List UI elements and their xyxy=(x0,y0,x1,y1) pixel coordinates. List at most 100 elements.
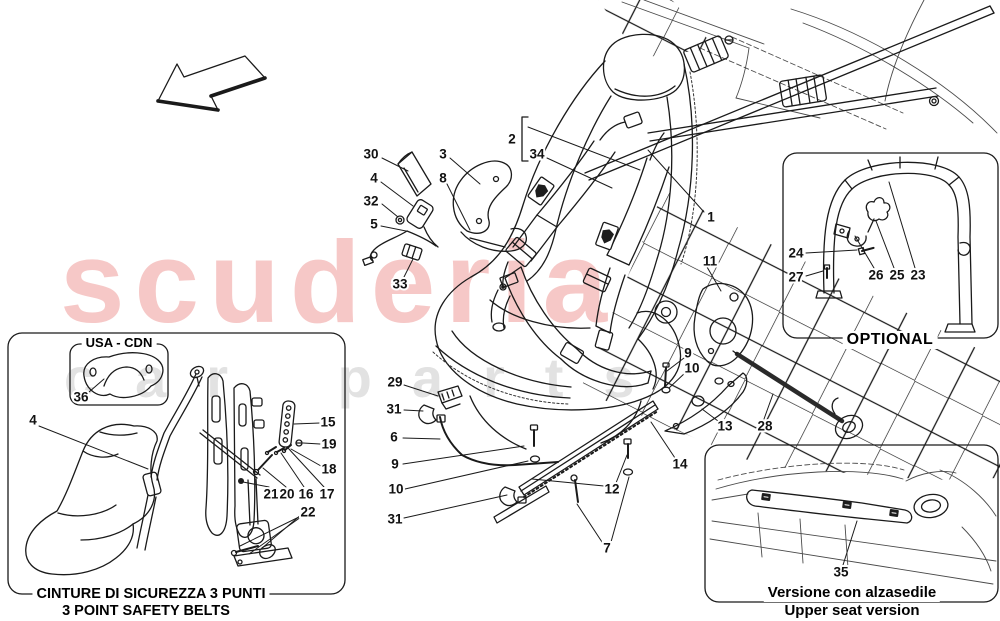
belt-logo-patch xyxy=(595,221,619,251)
leader-line-12 xyxy=(531,478,605,487)
leader-line-5 xyxy=(380,225,407,232)
leader-line-26 xyxy=(854,235,875,269)
leader-line-8 xyxy=(446,183,471,231)
leader-line-20 xyxy=(262,467,287,488)
callout-15: 15 xyxy=(320,415,336,430)
checkered-flag-band xyxy=(580,0,1000,480)
callout-14: 14 xyxy=(672,457,688,472)
buckle-and-cable-parts xyxy=(362,151,527,267)
harness-belts-illustration xyxy=(490,111,670,388)
callout-6: 6 xyxy=(390,430,398,445)
callout-9: 9 xyxy=(684,346,692,361)
leader-line-25 xyxy=(875,220,895,269)
callout-35: 35 xyxy=(833,565,849,580)
leader-line-2 xyxy=(527,126,641,171)
leader-line-11 xyxy=(706,266,722,292)
callout-34: 34 xyxy=(529,147,545,162)
leader-line-36 xyxy=(88,378,105,393)
leader-line-30 xyxy=(381,157,409,172)
callout-3: 3 xyxy=(439,147,447,162)
leader-line-35 xyxy=(842,520,858,566)
callout-26: 26 xyxy=(868,268,884,283)
leader-line-12 xyxy=(615,454,628,484)
leader-line-10 xyxy=(668,371,687,389)
callout-24: 24 xyxy=(788,246,804,261)
callout-33: 33 xyxy=(392,277,408,292)
leader-line-16 xyxy=(280,452,305,488)
leader-line-13 xyxy=(701,408,719,422)
callout-25: 25 xyxy=(889,268,905,283)
callout-bracket xyxy=(521,116,529,162)
leader-line-23 xyxy=(888,181,916,269)
leader-line-10 xyxy=(404,460,529,490)
callout-18: 18 xyxy=(321,462,337,477)
callout-36: 36 xyxy=(73,390,89,405)
callout-16: 16 xyxy=(298,487,314,502)
callout-20: 20 xyxy=(279,487,294,502)
side-shield-and-bracket xyxy=(664,282,864,440)
leader-line-32 xyxy=(381,203,399,218)
leader-line-21 xyxy=(242,481,270,488)
callout-11: 11 xyxy=(703,254,718,269)
leader-line-7 xyxy=(610,476,630,543)
leader-line-7 xyxy=(576,503,603,543)
leader-line-6 xyxy=(402,437,441,440)
leader-line-27 xyxy=(805,270,824,277)
callout-32: 32 xyxy=(363,194,378,209)
callout-7: 7 xyxy=(603,541,611,556)
callout-4: 4 xyxy=(370,171,378,186)
callout-27: 27 xyxy=(788,270,803,285)
callout-21: 21 xyxy=(263,487,279,502)
leader-line-18 xyxy=(290,448,322,467)
callout-31: 31 xyxy=(387,512,403,527)
direction-arrow-icon xyxy=(156,55,267,112)
callout-9: 9 xyxy=(391,457,399,472)
callout-12: 12 xyxy=(604,482,619,497)
upper-seat-version-box xyxy=(704,444,999,603)
callout-22: 22 xyxy=(300,505,315,520)
leader-line-29 xyxy=(403,384,439,397)
leader-line-31 xyxy=(403,409,424,412)
main-seat-illustration xyxy=(432,33,698,450)
leader-line-33 xyxy=(403,258,414,278)
leader-line-17 xyxy=(287,447,325,488)
watermark-tagline: car parts xyxy=(64,346,675,409)
caption-english: 3 POINT SAFETY BELTS xyxy=(58,603,234,620)
leader-line-22 xyxy=(239,515,302,547)
leader-line-14 xyxy=(650,421,676,459)
upper-seat-caption-english: Upper seat version xyxy=(780,602,924,620)
leader-line-9 xyxy=(666,357,685,372)
seat-rails-and-fixings xyxy=(418,362,671,524)
car-body-sketch xyxy=(621,0,998,134)
leader-line-4 xyxy=(38,425,149,470)
callout-4: 4 xyxy=(29,413,37,428)
callout-10: 10 xyxy=(684,361,699,376)
leader-line-4 xyxy=(380,181,414,207)
callout-31: 31 xyxy=(386,402,402,417)
leader-line-22 xyxy=(248,516,302,555)
leader-line-28 xyxy=(763,393,774,420)
leader-line-24 xyxy=(805,249,858,254)
leader-line-9 xyxy=(402,445,525,465)
belt-logo-patch xyxy=(527,176,555,206)
callout-28: 28 xyxy=(757,419,773,434)
usa-cdn-box xyxy=(7,332,346,595)
leader-line-15 xyxy=(293,422,321,425)
callout-10: 10 xyxy=(388,482,403,497)
callout-29: 29 xyxy=(387,375,402,390)
usa-cdn-label: USA - CDN xyxy=(81,335,157,351)
callout-30: 30 xyxy=(363,147,378,162)
callout-23: 23 xyxy=(910,268,926,283)
callout-2: 2 xyxy=(508,132,516,147)
callout-13: 13 xyxy=(717,419,733,434)
leader-line-1 xyxy=(647,149,705,213)
callout-1: 1 xyxy=(707,210,715,225)
leader-line-31 xyxy=(403,494,508,519)
callout-19: 19 xyxy=(321,437,336,452)
leader-line-19 xyxy=(302,442,321,445)
callout-5: 5 xyxy=(370,217,378,232)
caption-italian: CINTURE DI SICUREZZA 3 PUNTI xyxy=(32,586,270,603)
